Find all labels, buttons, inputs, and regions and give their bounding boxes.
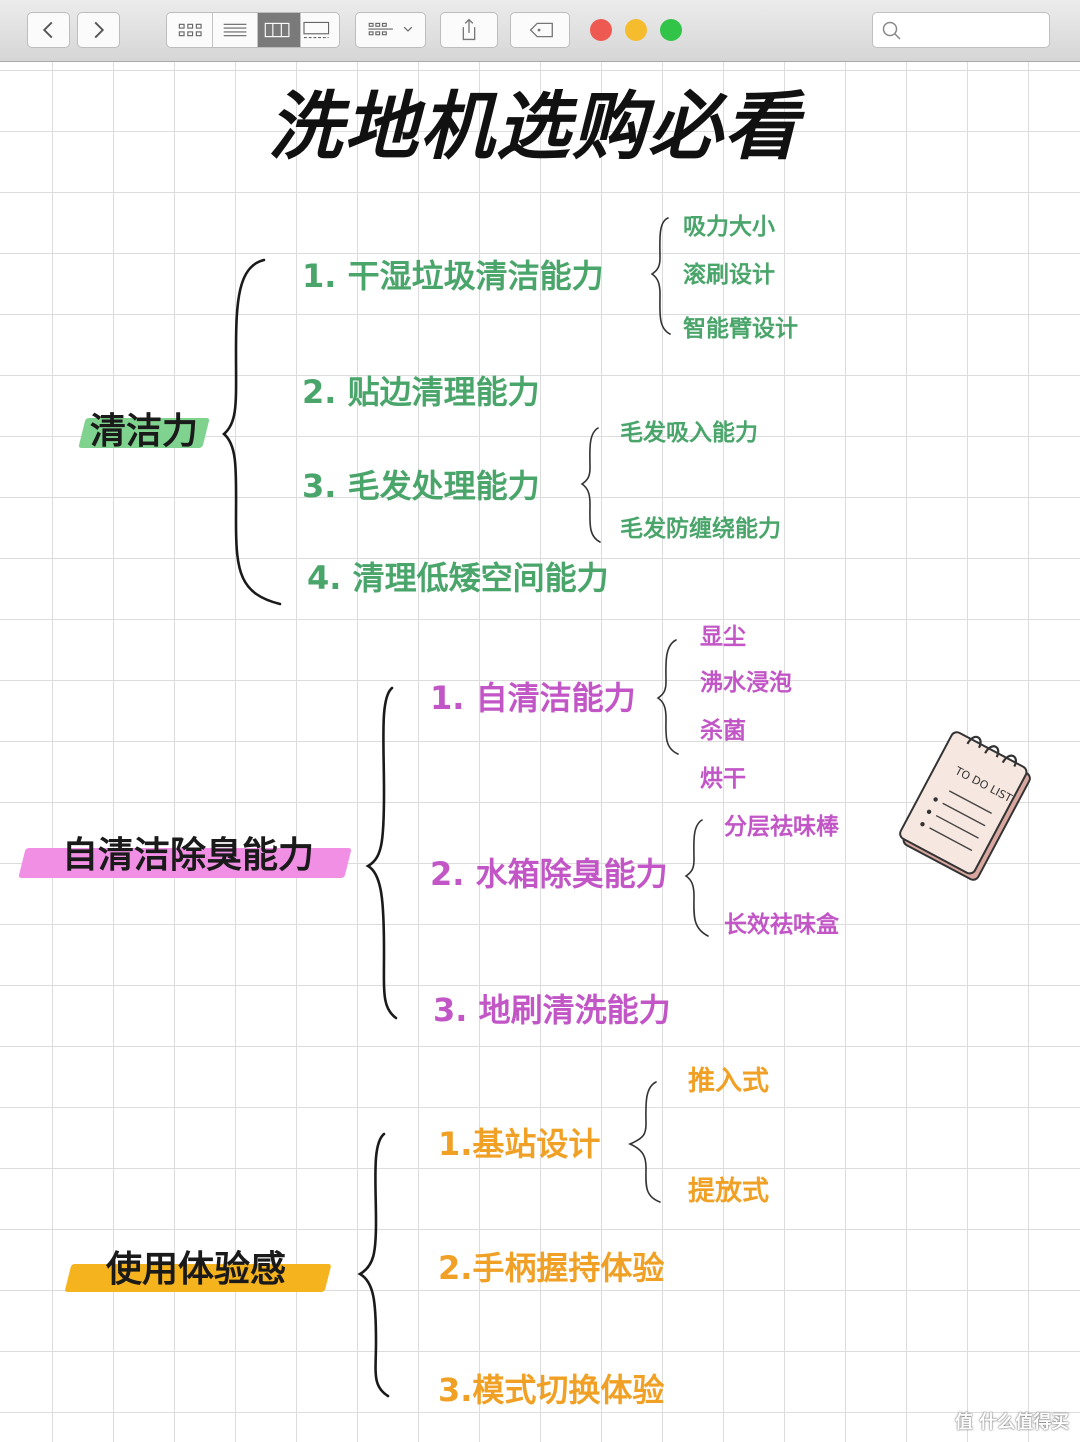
tag-icon (529, 22, 553, 38)
self-cleaning-item-1-sub-1: 显尘 (700, 624, 746, 650)
subbrace-5 (627, 1081, 661, 1203)
close-window-button[interactable] (590, 19, 612, 41)
minimize-window-button[interactable] (625, 19, 647, 41)
experience-item-3: 3.模式切换体验 (438, 1371, 665, 1409)
notepad-icon: TO DO LIST (899, 731, 1031, 881)
group-icon (368, 22, 413, 36)
tag-button[interactable] (510, 12, 570, 48)
view-mode-segmented-control (166, 12, 340, 48)
cleaning-item-1-sub-1: 吸力大小 (683, 214, 775, 240)
self-cleaning-item-1-sub-4: 烘干 (700, 766, 746, 792)
subbrace-2 (580, 427, 601, 543)
cleaning-item-2: 2. 贴边清理能力 (302, 373, 540, 411)
experience-item-1-sub-1: 推入式 (688, 1066, 769, 1097)
experience-item-1: 1.基站设计 (438, 1125, 601, 1163)
forward-button[interactable] (77, 12, 120, 48)
self-cleaning-item-1-sub-2: 沸水浸泡 (700, 670, 792, 696)
group-by-button[interactable] (355, 12, 426, 48)
list-view-icon[interactable] (223, 23, 247, 37)
forward-icon (94, 21, 105, 39)
grid-view-icon[interactable] (178, 23, 202, 37)
subbrace-3 (656, 639, 679, 755)
watermark: 值 什么值得买 (955, 1412, 1070, 1433)
share-icon (462, 18, 476, 41)
cleaning-item-1: 1. 干湿垃圾清洁能力 (302, 257, 604, 295)
back-icon (42, 21, 53, 39)
page-title: 洗地机选购必看 (268, 84, 800, 170)
self-cleaning-item-2: 2. 水箱除臭能力 (430, 855, 668, 893)
cleaning-item-3: 3. 毛发处理能力 (302, 467, 540, 505)
cleaning-item-1-sub-2: 滚刷设计 (683, 262, 775, 288)
experience-item-1-sub-2: 提放式 (688, 1176, 769, 1207)
zoom-window-button[interactable] (660, 19, 682, 41)
category-experience: 使用体验感 (106, 1249, 287, 1290)
window-toolbar (0, 0, 1080, 62)
search-input[interactable] (872, 12, 1050, 48)
subbrace-4 (684, 819, 709, 937)
column-view-icon[interactable] (264, 22, 290, 38)
cleaning-item-3-sub-1: 毛发吸入能力 (620, 420, 758, 446)
self-cleaning-item-3: 3. 地刷清洗能力 (433, 991, 671, 1029)
brace-cleaning (222, 258, 282, 606)
mind-map-canvas: 洗地机选购必看 清洁力 1. 干湿垃圾清洁能力 吸力大小 滚刷设计 智能臂设计 … (0, 62, 1080, 1442)
self-cleaning-item-2-sub-2: 长效祛味盒 (724, 912, 839, 938)
self-cleaning-item-2-sub-1: 分层祛味棒 (724, 814, 839, 840)
category-cleaning: 清洁力 (90, 411, 199, 452)
cleaning-item-1-sub-3: 智能臂设计 (683, 316, 798, 342)
search-icon (882, 21, 901, 40)
brace-connectors (222, 217, 709, 1398)
self-cleaning-item-1-sub-3: 杀菌 (700, 718, 746, 744)
gallery-view-icon[interactable] (303, 21, 330, 39)
cleaning-item-3-sub-2: 毛发防缠绕能力 (620, 516, 781, 542)
experience-item-2: 2.手柄握持体验 (438, 1249, 665, 1287)
brace-self-cleaning (365, 686, 398, 1020)
cleaning-item-4: 4. 清理低矮空间能力 (307, 559, 609, 597)
category-self-cleaning: 自清洁除臭能力 (62, 835, 315, 876)
brace-experience (357, 1132, 390, 1398)
share-button[interactable] (440, 12, 498, 48)
subbrace-1 (650, 217, 671, 335)
self-cleaning-item-1: 1. 自清洁能力 (430, 679, 636, 717)
back-button[interactable] (27, 12, 70, 48)
